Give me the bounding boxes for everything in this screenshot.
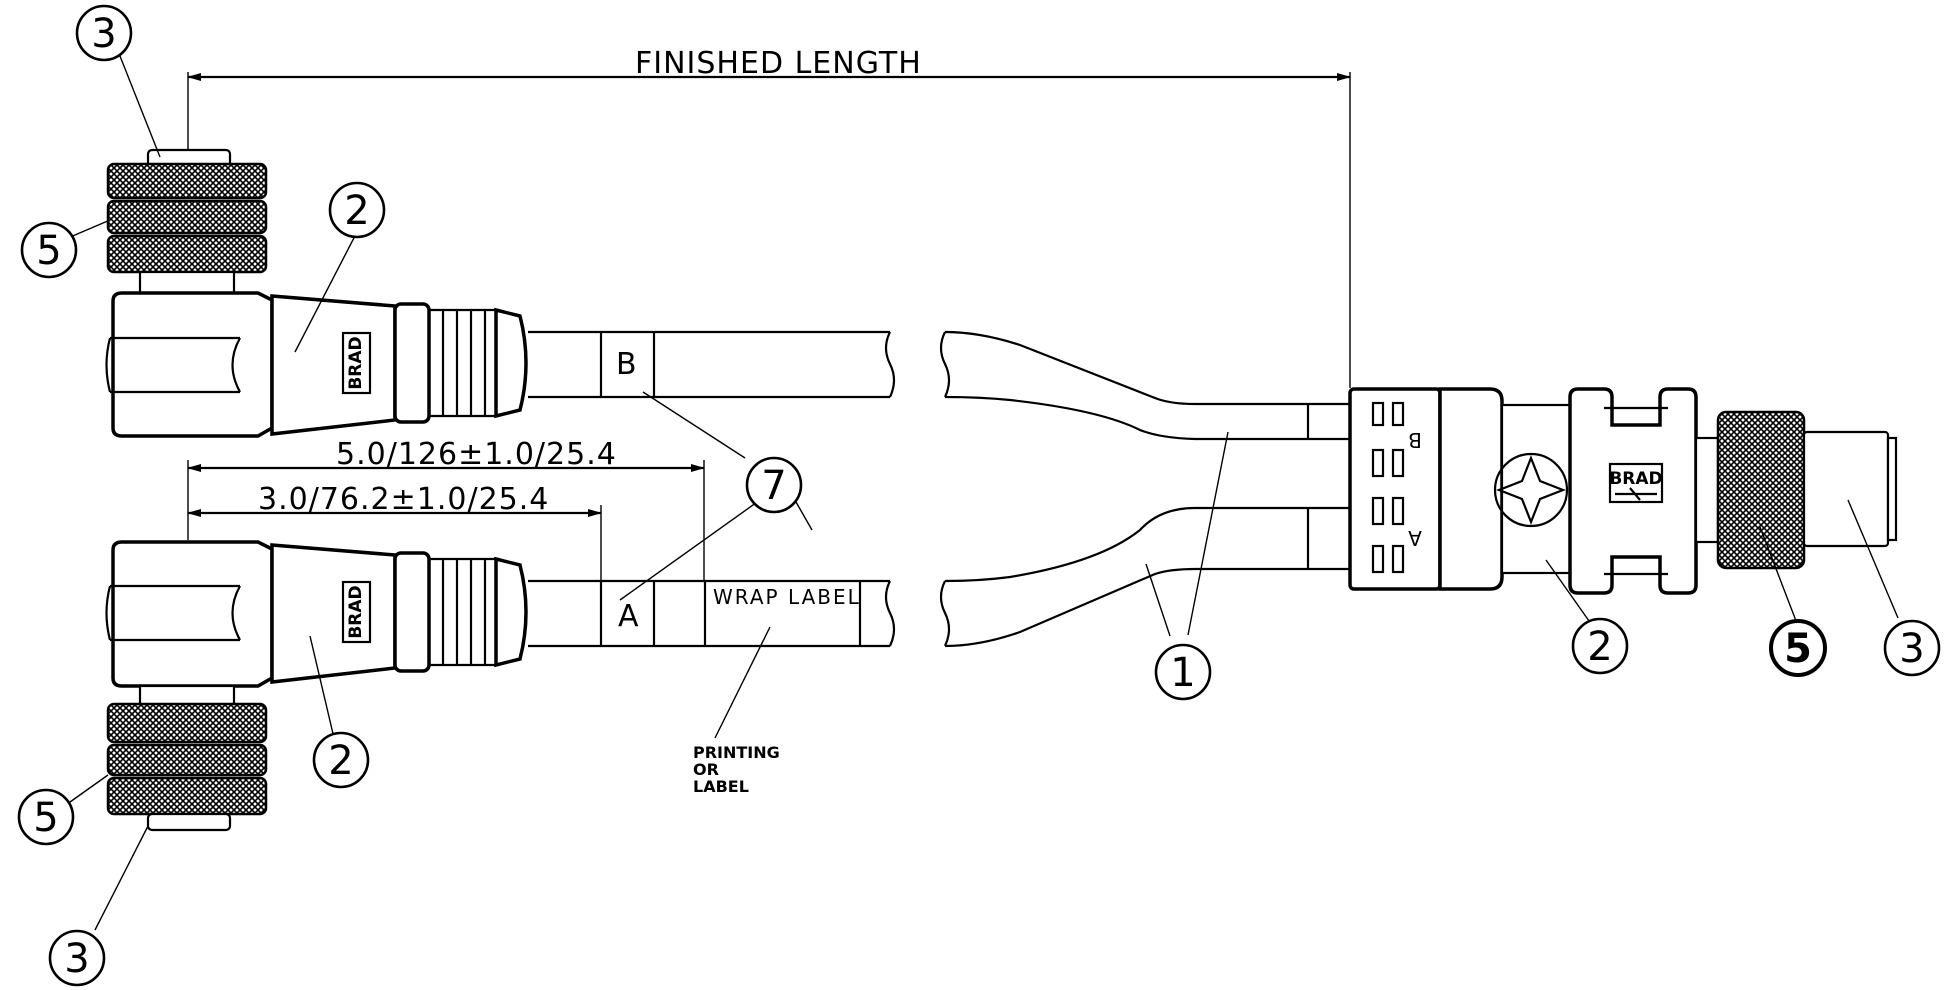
hub-coupling-nut xyxy=(1716,410,1806,570)
svg-text:2: 2 xyxy=(344,188,369,234)
callout-5-top: 5 xyxy=(20,221,78,279)
svg-text:2: 2 xyxy=(1587,624,1612,670)
callout-7: 7 xyxy=(745,456,803,514)
hub-label-b: B xyxy=(1406,428,1422,452)
svg-text:1: 1 xyxy=(1170,650,1195,696)
hub-screw xyxy=(1493,452,1569,528)
top-coupling-nut xyxy=(106,162,268,200)
leader-lines xyxy=(67,50,1899,931)
callout-3-top: 3 xyxy=(75,4,133,62)
callout-2-bottom: 2 xyxy=(312,731,370,789)
printing-note: PRINTING OR LABEL xyxy=(693,743,780,796)
branch-b-label: B xyxy=(616,347,638,382)
dimension-short: 3.0/76.2±1.0/25.4 xyxy=(258,482,549,517)
svg-text:3: 3 xyxy=(1899,626,1924,672)
svg-text:PRINTING: PRINTING xyxy=(693,743,780,762)
wrap-label: WRAP LABEL xyxy=(713,585,861,609)
svg-text:3: 3 xyxy=(91,11,116,57)
svg-text:5: 5 xyxy=(1784,626,1812,672)
bottom-connector-body xyxy=(111,540,274,688)
branch-dimensions: 5.0/126±1.0/25.4 3.0/76.2±1.0/25.4 xyxy=(187,437,705,581)
top-right-angle-connector: BRAD xyxy=(105,148,528,438)
svg-text:LABEL: LABEL xyxy=(693,777,749,796)
finished-length-label: FINISHED LENGTH xyxy=(635,46,922,81)
svg-text:2: 2 xyxy=(328,738,353,784)
bottom-right-angle-connector: BRAD xyxy=(105,540,528,832)
cable-b: B xyxy=(528,330,1350,441)
callout-3-bottom: 3 xyxy=(48,929,106,987)
branch-a-label: A xyxy=(618,599,640,634)
callout-2-top: 2 xyxy=(328,181,386,239)
callout-5-bottom: 5 xyxy=(17,788,75,846)
svg-text:7: 7 xyxy=(761,463,786,509)
splitter-hub: B A BRAD xyxy=(1348,387,1898,595)
svg-text:3: 3 xyxy=(64,936,89,982)
hub-body xyxy=(1348,387,1442,591)
cable-a: A WRAP LABEL xyxy=(528,506,1350,648)
hub-label-a: A xyxy=(1406,526,1422,550)
dimension-long: 5.0/126±1.0/25.4 xyxy=(336,437,617,472)
bottom-brad-logo: BRAD xyxy=(346,585,366,638)
top-connector-body xyxy=(111,291,274,438)
svg-text:5: 5 xyxy=(33,795,58,841)
callout-5-hub: 5 xyxy=(1769,619,1827,677)
hub-brad-logo: BRAD xyxy=(1609,469,1662,489)
callout-2-hub: 2 xyxy=(1571,617,1629,675)
svg-text:OR: OR xyxy=(693,760,719,779)
callout-1: 1 xyxy=(1154,643,1212,701)
top-brad-logo: BRAD xyxy=(346,336,366,389)
svg-text:5: 5 xyxy=(36,228,61,274)
finished-length-dimension: FINISHED LENGTH xyxy=(187,46,1351,388)
bottom-coupling-nut xyxy=(106,702,268,744)
callout-3-hub: 3 xyxy=(1883,619,1941,677)
